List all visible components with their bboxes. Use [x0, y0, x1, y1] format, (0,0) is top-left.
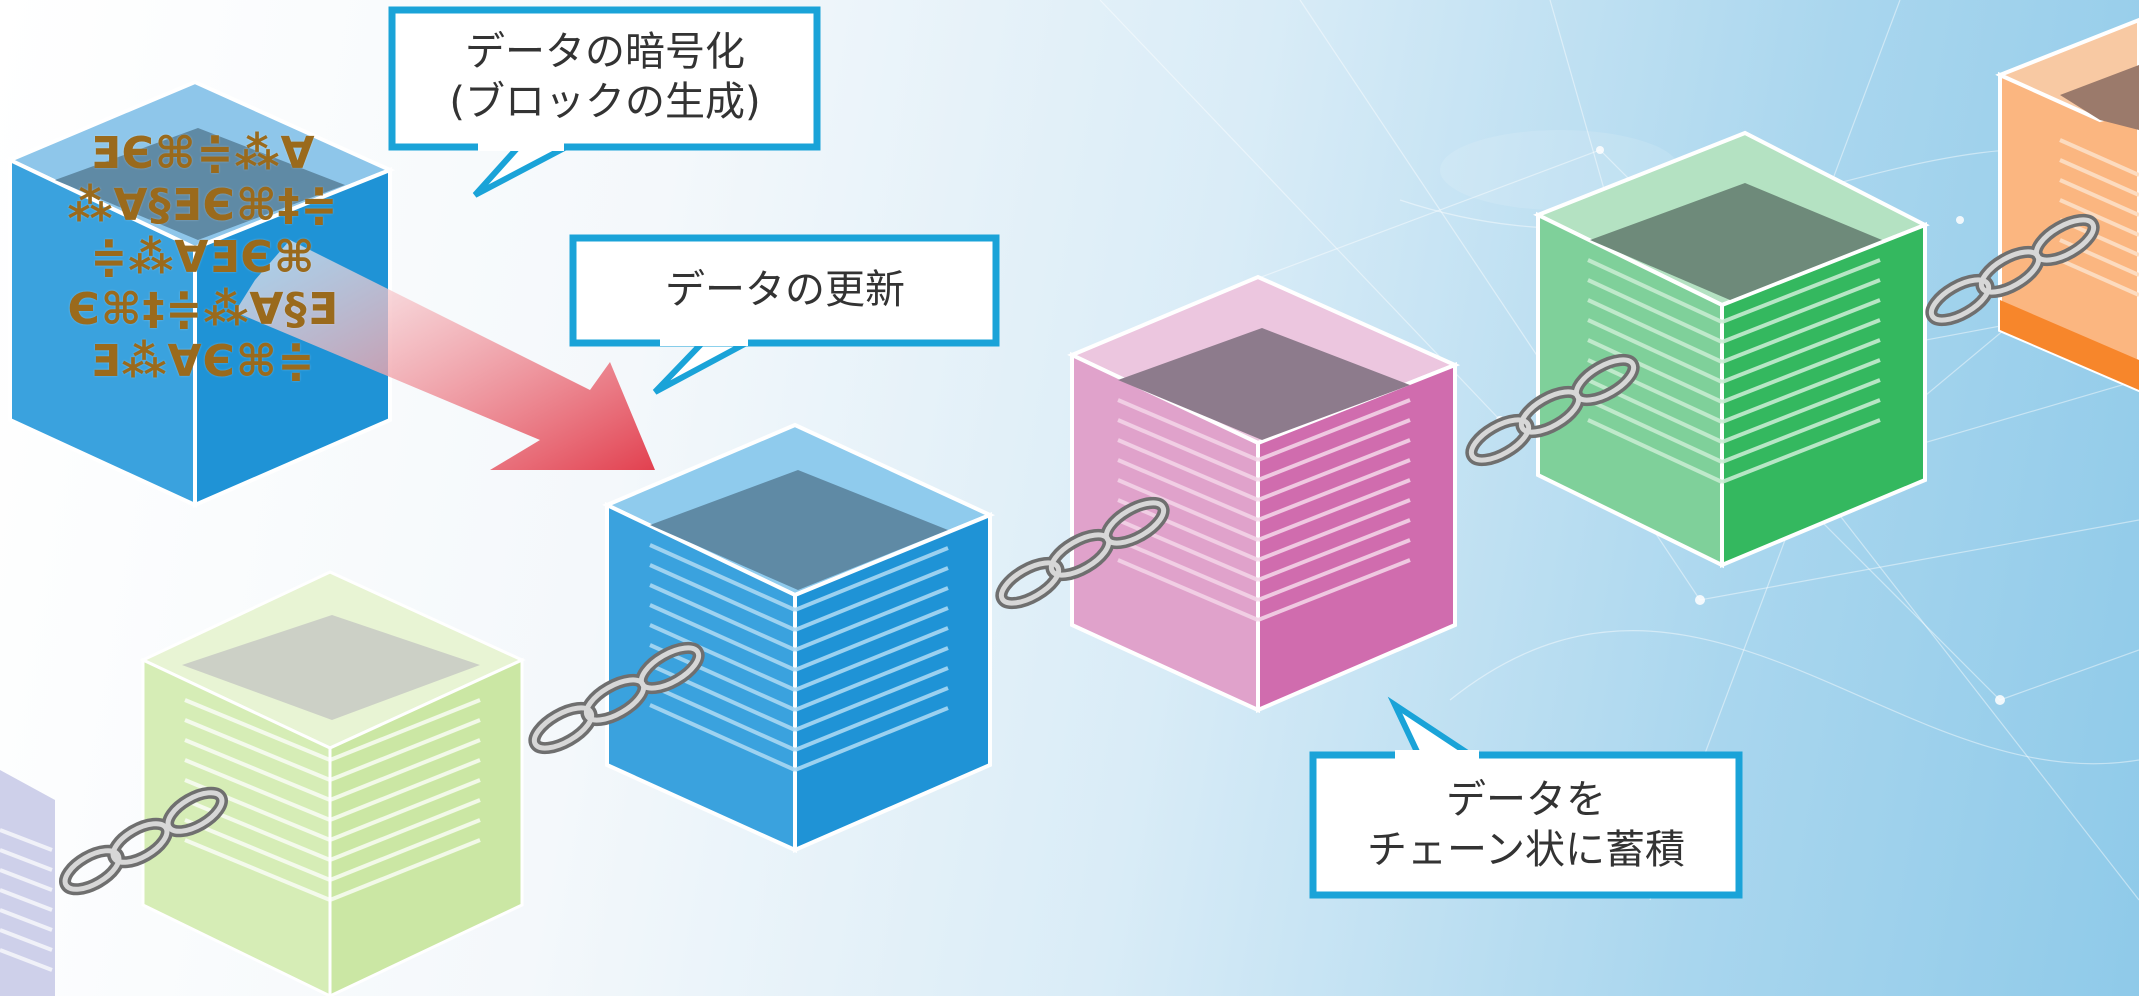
- chain-link-4: [1465, 353, 1640, 467]
- glyph-row: ƎЄ⌘≑⁂∀: [90, 128, 316, 179]
- callout-chain-line1: データを: [1446, 777, 1606, 823]
- chain-link-5: [1925, 213, 2100, 327]
- glyph-row: Є⌘‡≑⁂∀§Ǝ: [67, 284, 339, 335]
- callout-update-line1: データの更新: [665, 267, 905, 313]
- glyph-row: Ǝ⁂∀Є⌘≑: [90, 336, 316, 387]
- block-encrypted: [5, 79, 396, 509]
- block-blue-center: [602, 422, 996, 854]
- chain-link-1: [59, 786, 228, 896]
- callout-chain-label: データを チェーン状に蓄積: [1316, 775, 1736, 875]
- block-pink: [1067, 274, 1461, 714]
- block-orange: [1995, 17, 2139, 393]
- update-arrow: [235, 240, 655, 470]
- callout-encrypt-line2: (ブロックの生成): [449, 79, 761, 125]
- chain-link-3: [995, 496, 1170, 610]
- block-green: [1533, 130, 1930, 569]
- callout-chain-line2: チェーン状に蓄積: [1367, 827, 1685, 873]
- callout-update-box: [569, 234, 1000, 395]
- callout-encrypt-box: [388, 6, 821, 198]
- glyph-row: ⁂∀§ƎЄ⌘‡≑: [67, 180, 339, 231]
- glyph-row: ≑⁂∀ƎЄ⌘: [90, 232, 316, 283]
- callout-update-label: データの更新: [576, 265, 994, 315]
- callout-encrypt-label: データの暗号化 (ブロックの生成): [395, 27, 815, 127]
- chain-link-2: [528, 641, 705, 755]
- block-lavender: [0, 770, 55, 996]
- callout-encrypt-line1: データの暗号化: [465, 29, 745, 75]
- block-lime: [139, 570, 526, 996]
- encrypted-data-glyphs: ƎЄ⌘≑⁂∀ ⁂∀§ƎЄ⌘‡≑ ≑⁂∀ƎЄ⌘ Є⌘‡≑⁂∀§Ǝ Ǝ⁂∀Є⌘≑: [18, 128, 388, 388]
- callout-chain-box: [1309, 696, 1743, 899]
